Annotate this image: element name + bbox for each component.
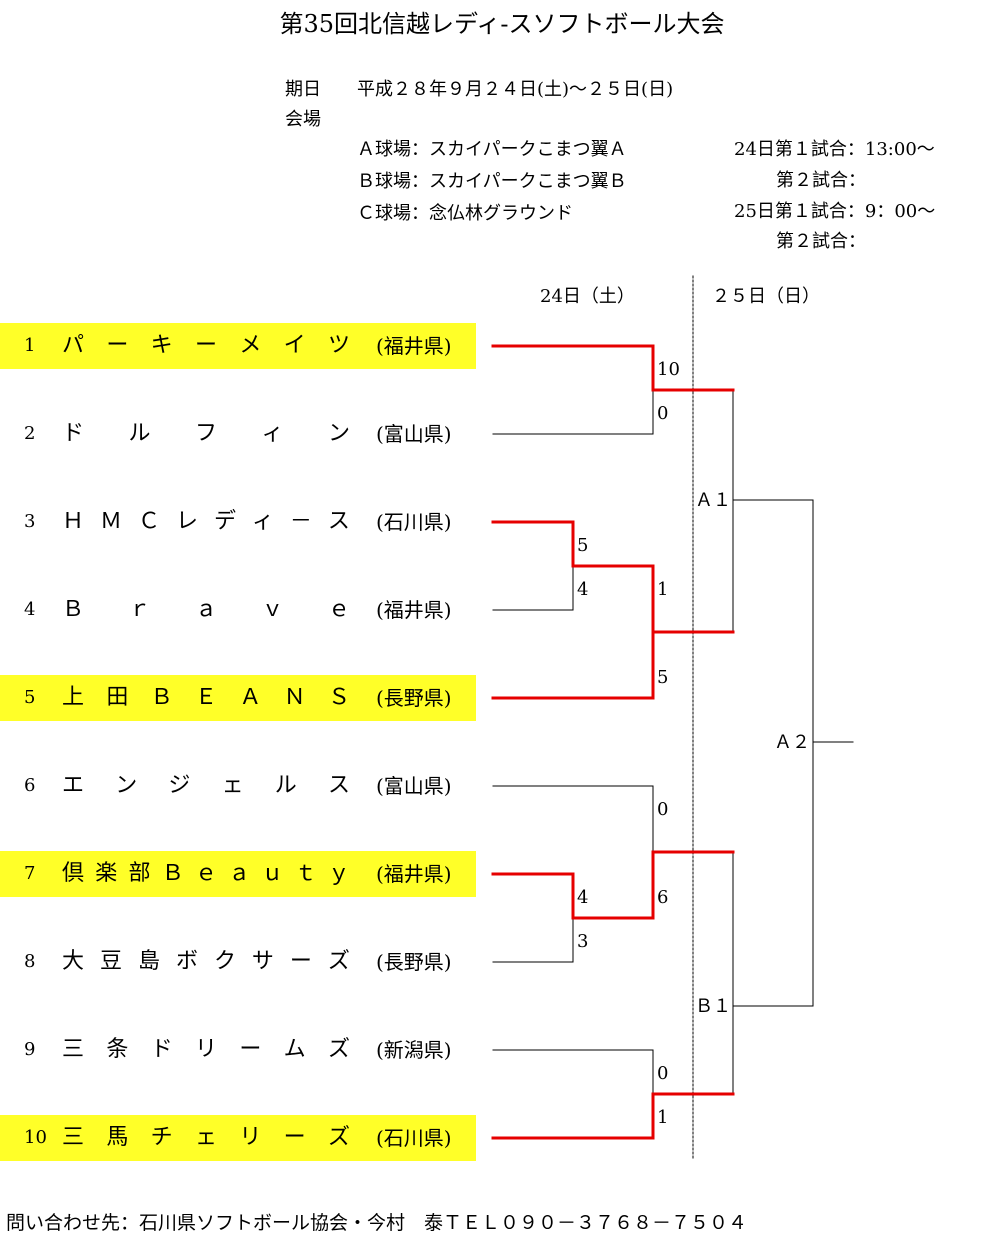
- team-number: 10: [24, 1127, 47, 1148]
- team-name: パーキーメイツ: [62, 333, 350, 358]
- score-semi-b-bottom: 6: [657, 887, 669, 908]
- win-line-team-3: [491, 520, 655, 634]
- team-row: 10 三馬チェリーズ (石川県): [0, 1115, 476, 1161]
- win-line-team-10: [491, 1092, 735, 1140]
- venue-a: Ａ球場：スカイパークこまつ翼Ａ: [357, 139, 627, 160]
- team-number: 3: [24, 511, 36, 532]
- team-prefecture: (富山県): [376, 422, 452, 446]
- team-number: 6: [24, 775, 36, 796]
- line-team-9: [492, 1049, 654, 1095]
- score-team-9: 0: [657, 1063, 669, 1084]
- match-label-b1: Ｂ１: [695, 996, 731, 1017]
- team-name: ドルフィン: [62, 421, 350, 446]
- date-label: 期日: [285, 79, 321, 100]
- team-prefecture: (新潟県): [376, 1038, 452, 1062]
- score-team-10: 1: [657, 1107, 669, 1128]
- venue-b: Ｂ球場：スカイパークこまつ翼Ｂ: [357, 171, 627, 192]
- team-number: 4: [24, 599, 36, 620]
- schedule-day2-game1: 25日第１試合：9：00～: [734, 201, 936, 222]
- day2-header: ２５日（日）: [712, 286, 820, 307]
- team-name: 三条ドリームズ: [62, 1037, 350, 1062]
- score-team-3: 5: [577, 535, 589, 556]
- team-prefecture: (長野県): [376, 950, 452, 974]
- team-number: 8: [24, 951, 36, 972]
- team-prefecture: (石川県): [376, 510, 452, 534]
- score-team-4: 4: [577, 579, 589, 600]
- team-number: 2: [24, 423, 36, 444]
- team-row: 1 パーキーメイツ (福井県): [0, 323, 476, 369]
- page-title: 第35回北信越レディ-スソフトボール大会: [279, 10, 725, 38]
- team-number: 9: [24, 1039, 36, 1060]
- contact-footer: 問い合わせ先：石川県ソフトボール協会・今村 泰ＴＥＬ０９０－３７６８－７５０４: [6, 1212, 748, 1234]
- score-team-1: 10: [657, 359, 680, 380]
- win-line-team-5: [491, 630, 735, 700]
- team-prefecture: (福井県): [376, 334, 452, 358]
- team-prefecture: (富山県): [376, 774, 452, 798]
- win-line-team-7: [491, 850, 735, 920]
- team-number: 7: [24, 863, 36, 884]
- score-team-8: 3: [577, 931, 589, 952]
- team-name: エンジェルス: [62, 773, 350, 798]
- score-team-7: 4: [577, 887, 589, 908]
- venue-c: Ｃ球場：念仏林グラウンド: [357, 203, 573, 224]
- team-name: 大豆島ボクサーズ: [62, 949, 350, 974]
- score-team-2: 0: [657, 403, 669, 424]
- date-value: 平成２８年９月２４日(土)～２５日(日): [357, 79, 674, 100]
- line-team-8: [492, 917, 574, 963]
- team-prefecture: (福井県): [376, 598, 452, 622]
- team-prefecture: (石川県): [376, 1126, 452, 1150]
- line-team-4: [492, 565, 574, 611]
- team-row: 8 大豆島ボクサーズ (長野県): [0, 939, 476, 985]
- team-prefecture: (長野県): [376, 686, 452, 710]
- schedule-day1-game2: 第２試合：: [776, 170, 866, 191]
- schedule-day1-game1: 24日第１試合：13:00～: [734, 139, 935, 160]
- match-label-a1: Ａ１: [695, 490, 731, 511]
- day1-header: 24日（土）: [540, 286, 635, 307]
- team-name: 三馬チェリーズ: [62, 1125, 350, 1150]
- match-label-a2: Ａ２: [774, 732, 810, 753]
- team-row: 9 三条ドリームズ (新潟県): [0, 1027, 476, 1073]
- team-number: 5: [24, 687, 36, 708]
- line-a2-bottom: [732, 741, 814, 1007]
- team-prefecture: (福井県): [376, 862, 452, 886]
- win-line-team-1: [491, 344, 735, 392]
- line-team-6: [492, 785, 654, 853]
- line-a2-top: [732, 499, 814, 743]
- score-team-6: 0: [657, 799, 669, 820]
- venue-label: 会場: [285, 109, 321, 130]
- team-row: 2 ドルフィン (富山県): [0, 411, 476, 457]
- schedule-day2-game2: 第２試合：: [776, 231, 866, 252]
- team-number: 1: [24, 335, 36, 356]
- line-team-2: [492, 389, 654, 435]
- score-team-5: 5: [657, 667, 669, 688]
- score-semi-a-top: 1: [657, 579, 669, 600]
- team-row: 6 エンジェルス (富山県): [0, 763, 476, 809]
